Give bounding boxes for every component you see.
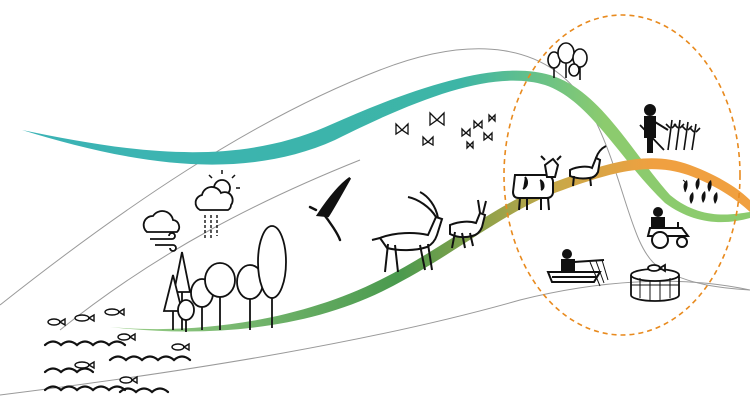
- farmer-plowing-icon: [639, 104, 669, 153]
- cow-icon: [511, 155, 562, 211]
- ibex-icon: [371, 191, 444, 273]
- cloud-wind-icon: [142, 210, 181, 252]
- tree-icon: [162, 225, 287, 332]
- bird-icon: [308, 177, 352, 242]
- goat-icon: [569, 145, 607, 187]
- fish-icon: [47, 307, 190, 385]
- outline-curve-mid: [59, 159, 361, 331]
- human-activity-circle: [503, 14, 741, 336]
- cloud-rain-icon: [194, 170, 240, 240]
- tree-icon: [547, 42, 588, 80]
- tractor-icon: [646, 207, 690, 249]
- fishing-boat-icon: [546, 249, 609, 287]
- fish-cage-icon: [630, 263, 680, 302]
- butterfly-icon: [395, 111, 496, 150]
- wheat-icon: [665, 119, 701, 151]
- crops-icon: [682, 178, 718, 204]
- ribbon-teal: [22, 70, 750, 223]
- outline-curve-top: [0, 48, 750, 306]
- deer-icon: [449, 199, 487, 249]
- wave-icon: [43, 340, 192, 394]
